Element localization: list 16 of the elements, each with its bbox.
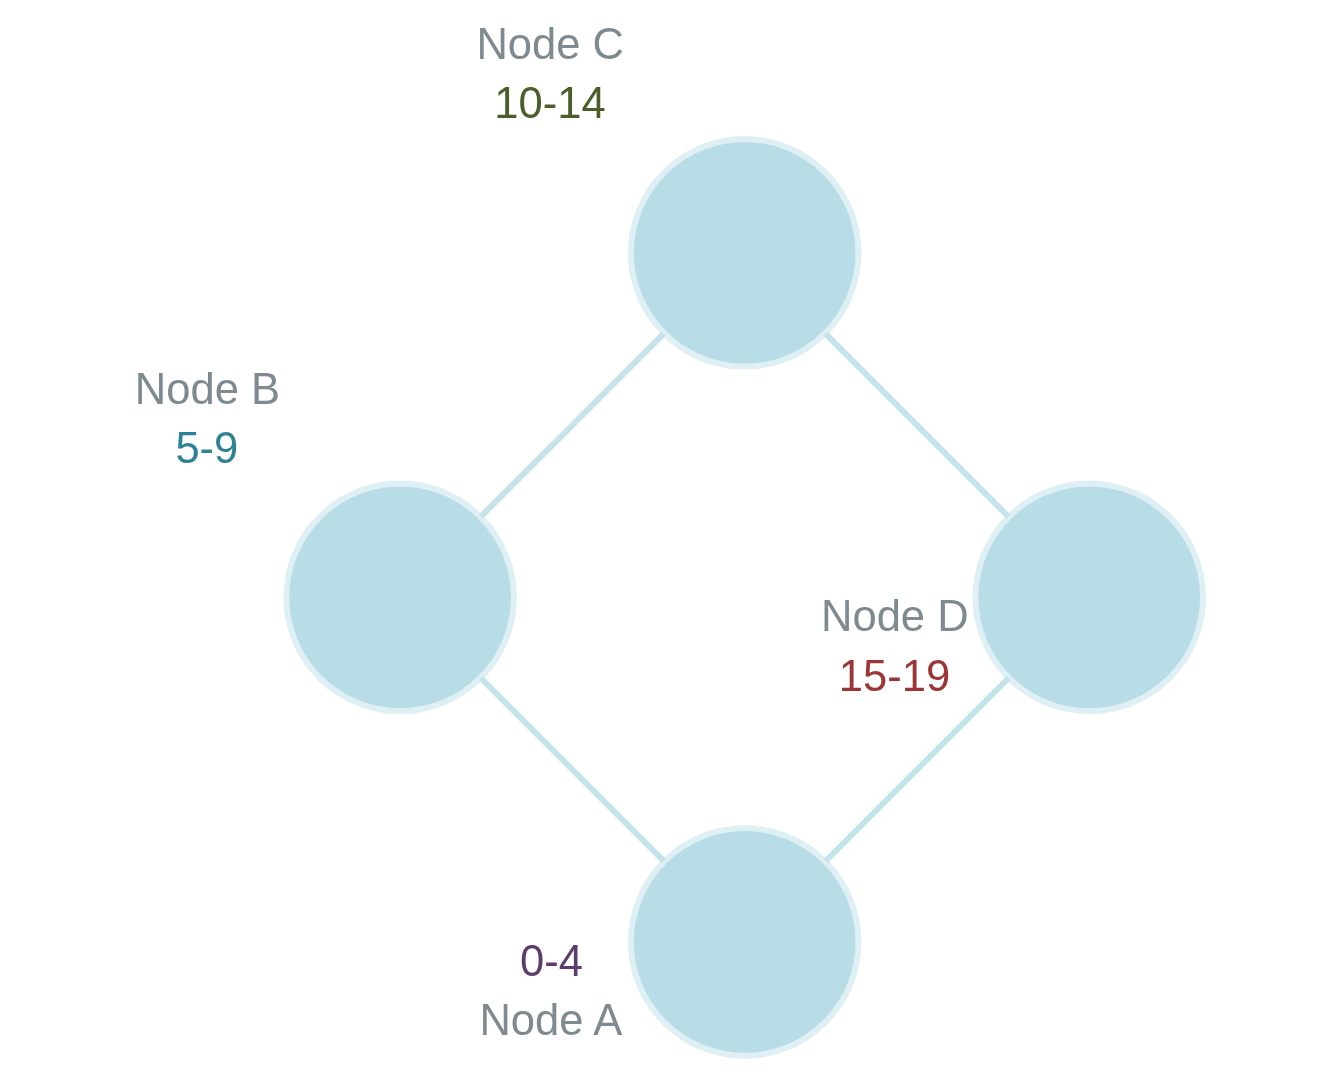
- node-label: Node A: [479, 996, 623, 1045]
- node-label: 5-9: [175, 423, 239, 472]
- connector: [478, 676, 666, 864]
- node-label: Node C: [476, 19, 625, 68]
- node-label: Node B: [134, 364, 281, 413]
- node-circle: [972, 480, 1207, 715]
- node-label: Node D: [821, 592, 969, 641]
- node-label: 10-14: [494, 79, 606, 128]
- node-circle: [627, 136, 862, 370]
- connector: [478, 331, 666, 519]
- node-circle: [283, 480, 517, 715]
- node-circle: [627, 825, 862, 1059]
- connector: [823, 676, 1011, 864]
- node-label: 0-4: [519, 936, 583, 985]
- node-label: 15-19: [838, 651, 951, 700]
- connector: [823, 331, 1011, 519]
